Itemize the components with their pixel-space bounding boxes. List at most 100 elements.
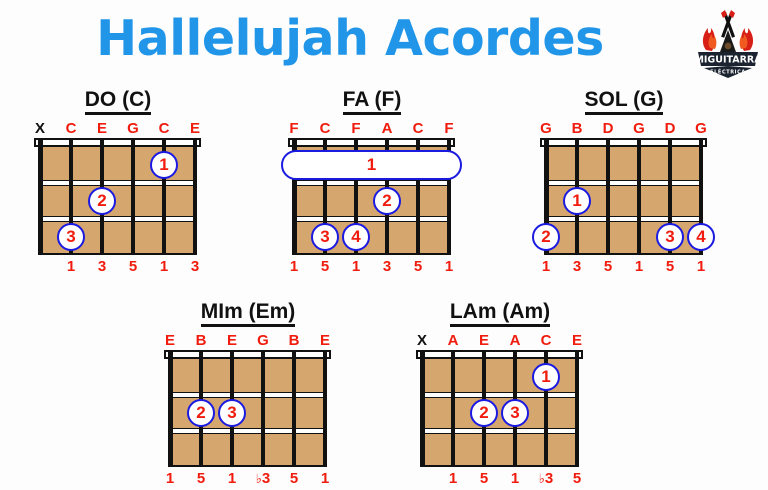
svg-text:MIGUITARRA: MIGUITARRA: [694, 55, 762, 66]
open-string-note: F: [351, 120, 361, 137]
string-line: [543, 138, 549, 255]
open-string-note: E: [478, 332, 489, 349]
interval-label: 1: [351, 258, 361, 275]
finger-dot: 2: [532, 223, 560, 251]
interval-label: 3: [190, 258, 200, 275]
open-string-note: C: [412, 120, 424, 137]
barre-indicator: 1: [281, 150, 462, 180]
interval-label: 1: [227, 470, 237, 487]
open-string-note: E: [189, 120, 200, 137]
interval-label: 5: [196, 470, 206, 487]
interval-label: ♭3: [538, 470, 554, 487]
string-line: [575, 350, 579, 467]
finger-dot: 3: [218, 399, 246, 427]
string-line: [419, 350, 425, 467]
finger-dot: 2: [187, 399, 215, 427]
fret-line: [422, 428, 577, 434]
interval-label: 5: [320, 258, 330, 275]
string-line: [291, 138, 297, 255]
chord-title-mim-em: MIm (Em): [148, 300, 348, 327]
open-string-note: G: [633, 120, 645, 137]
fret-line: [422, 392, 577, 398]
muted-string-marker: X: [34, 120, 45, 137]
string-line: [37, 138, 43, 255]
interval-label: 1: [444, 258, 454, 275]
string-line: [699, 138, 703, 255]
nut: [34, 138, 201, 147]
open-string-note: B: [288, 332, 300, 349]
fret-area: [40, 147, 195, 255]
string-line: [544, 350, 548, 467]
string-line: [637, 138, 641, 255]
string-line: [354, 138, 358, 255]
fret-line: [170, 392, 325, 398]
open-string-note: C: [319, 120, 331, 137]
finger-dot: 4: [687, 223, 715, 251]
finger-dot: 1: [532, 363, 560, 391]
interval-label: 3: [382, 258, 392, 275]
finger-dot: 3: [656, 223, 684, 251]
string-line: [451, 350, 455, 467]
open-string-note: F: [289, 120, 299, 137]
nut: [540, 138, 707, 147]
interval-label: 5: [128, 258, 138, 275]
interval-label: 1: [320, 470, 330, 487]
string-line: [416, 138, 420, 255]
interval-label: 3: [572, 258, 582, 275]
finger-dot: 1: [563, 187, 591, 215]
chord-title-sol-g: SOL (G): [524, 88, 724, 115]
page-title: Hallelujah Acordes: [96, 10, 604, 67]
string-line: [668, 138, 672, 255]
interval-label: ♭3: [255, 470, 271, 487]
interval-label: 5: [665, 258, 675, 275]
open-string-note: E: [164, 332, 175, 349]
fret-line: [294, 216, 449, 222]
finger-dot: 2: [470, 399, 498, 427]
muted-string-marker: X: [416, 332, 427, 349]
open-string-note: A: [447, 332, 459, 349]
string-line: [323, 138, 327, 255]
fret-line: [170, 428, 325, 434]
open-string-note: C: [540, 332, 552, 349]
finger-dot: 3: [311, 223, 339, 251]
interval-label: 1: [541, 258, 551, 275]
finger-dot: 4: [342, 223, 370, 251]
string-line: [162, 138, 166, 255]
finger-dot: 1: [150, 151, 178, 179]
nut: [164, 350, 331, 359]
string-line: [69, 138, 73, 255]
string-line: [292, 350, 296, 467]
interval-label: 1: [448, 470, 458, 487]
string-line: [323, 350, 327, 467]
svg-text:ELÉCTRICA: ELÉCTRICA: [710, 68, 746, 76]
page-header: Hallelujah Acordes MIGUITARRA ELÉCTRICA: [0, 0, 768, 88]
interval-label: 1: [510, 470, 520, 487]
open-string-note: A: [509, 332, 521, 349]
open-string-note: C: [65, 120, 77, 137]
open-string-note: G: [127, 120, 139, 137]
open-string-note: D: [664, 120, 676, 137]
interval-label: 5: [289, 470, 299, 487]
string-line: [261, 350, 265, 467]
open-string-note: C: [158, 120, 170, 137]
string-line: [606, 138, 610, 255]
string-line: [131, 138, 135, 255]
open-string-note: E: [319, 332, 330, 349]
open-string-note: A: [381, 120, 393, 137]
open-string-note: G: [695, 120, 707, 137]
finger-dot: 2: [88, 187, 116, 215]
nut: [288, 138, 455, 147]
interval-label: 1: [66, 258, 76, 275]
